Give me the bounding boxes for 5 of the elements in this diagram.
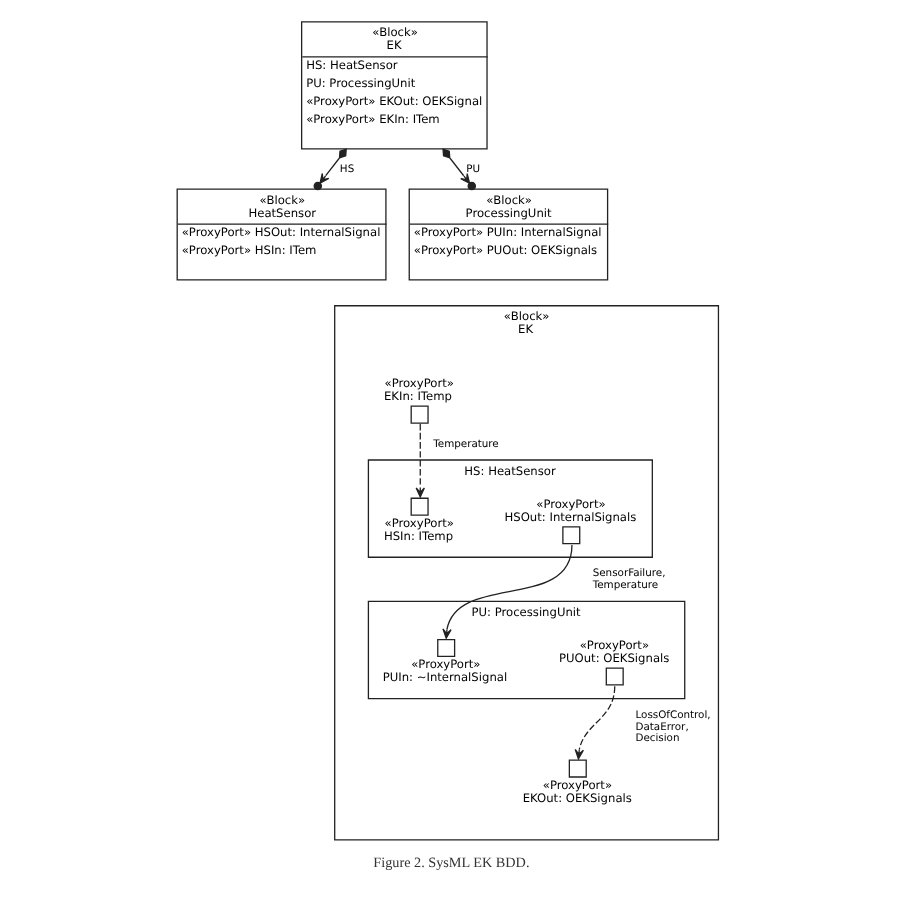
arrow xyxy=(414,423,424,498)
arrow xyxy=(441,148,476,191)
arrow xyxy=(573,685,615,760)
arrow xyxy=(441,544,572,639)
arrow xyxy=(312,148,346,191)
